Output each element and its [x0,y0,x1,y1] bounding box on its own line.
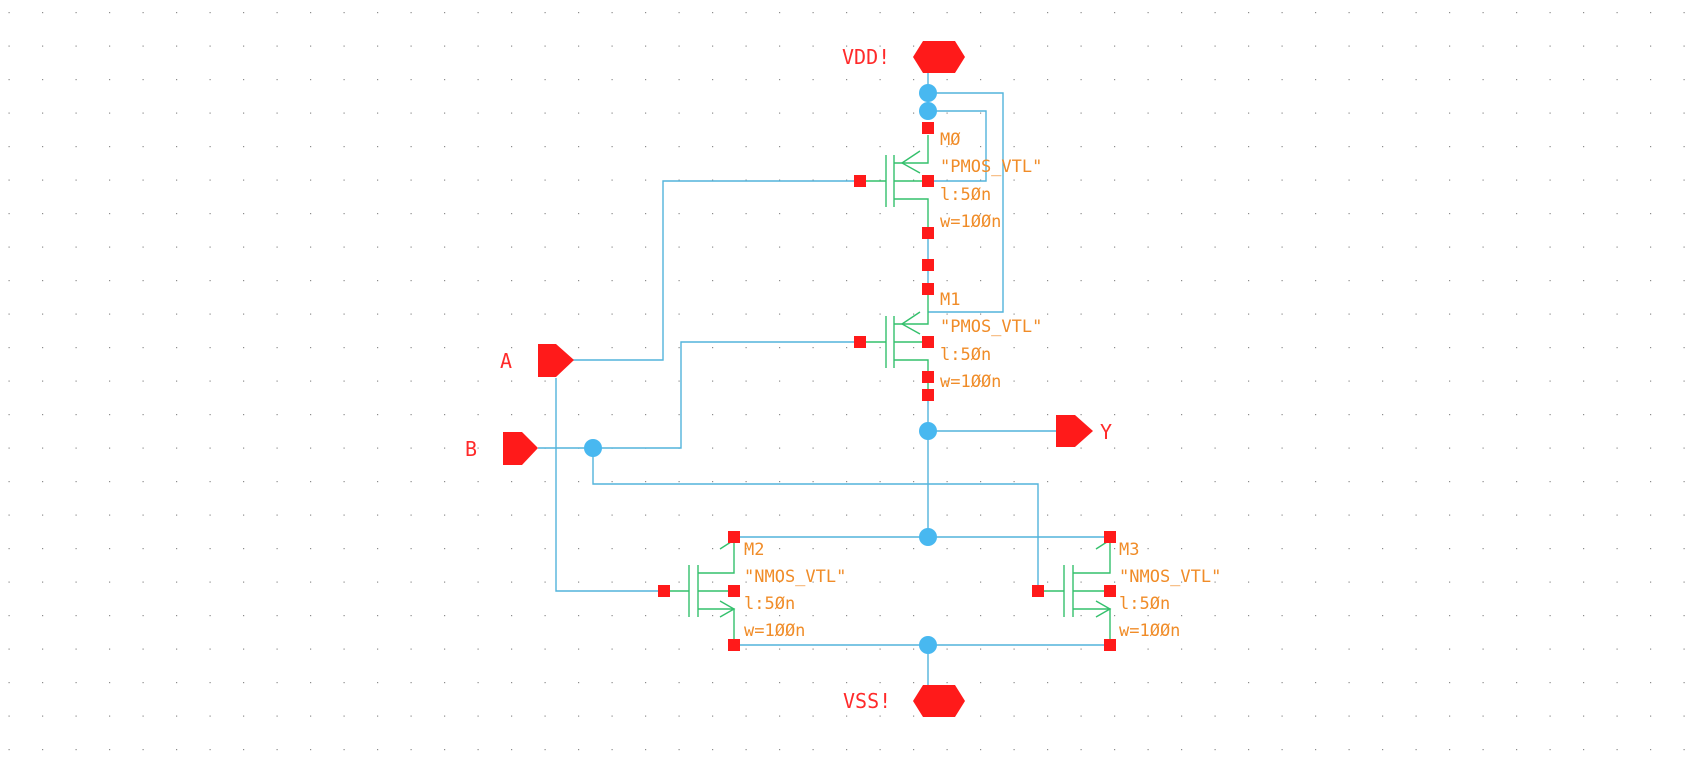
junctions [584,84,937,654]
a-pin-icon[interactable] [538,344,574,377]
m1-source-pin[interactable] [922,283,934,295]
m2-symbol[interactable] [664,537,736,645]
m0-gate-pin[interactable] [854,175,866,187]
m1-drain-pin[interactable] [922,371,934,383]
wire-vdd-bulk-outer[interactable] [928,92,1004,313]
vss-label: VSS! [843,689,891,713]
junction-dot[interactable] [919,422,937,440]
wire-a-to-m0[interactable] [572,180,860,361]
a-label: A [500,349,512,373]
m0-model-label: "PMOS_VTL" [940,157,1042,177]
wire-vdd-bulk-inner[interactable] [928,110,987,182]
m3-source-pin[interactable] [1104,639,1116,651]
m3-gate-pin[interactable] [1032,585,1044,597]
m0-width-label: w=1ØØn [940,212,1001,232]
m0-bulk-pin[interactable] [922,175,934,187]
m1-bulk-pin[interactable] [922,336,934,348]
vss-pin-icon[interactable] [913,685,965,717]
m3-bulk-pin[interactable] [1104,585,1116,597]
m0-name-label: MØ [940,130,960,150]
vdd-pin-icon[interactable] [913,41,965,73]
m2-name-label: M2 [744,540,764,560]
m2-width-label: w=1ØØn [744,621,805,641]
junction-dot[interactable] [919,636,937,654]
m1-length-label: l:5Øn [940,345,991,365]
b-pin-icon[interactable] [503,432,538,465]
io-pins [503,41,1093,717]
m0-symbol[interactable] [860,135,929,233]
device-labels: MØ "PMOS_VTL" l:5Øn w=1ØØn M1 "PMOS_VTL"… [744,130,1221,641]
m1-model-label: "PMOS_VTL" [940,317,1042,337]
m0-drain-pin-2[interactable] [922,259,934,271]
junction-dot[interactable] [919,84,937,102]
m3-drain-pin[interactable] [1104,531,1116,543]
m3-width-label: w=1ØØn [1119,621,1180,641]
junction-dot[interactable] [919,102,937,120]
m1-drain-pin-2[interactable] [922,389,934,401]
junction-dot[interactable] [584,439,602,457]
m1-symbol[interactable] [860,289,929,395]
m2-source-pin[interactable] [728,639,740,651]
m3-length-label: l:5Øn [1119,594,1170,614]
m3-symbol[interactable] [1038,537,1112,645]
m2-gate-pin[interactable] [658,585,670,597]
m2-bulk-pin[interactable] [728,585,740,597]
junction-dot[interactable] [919,528,937,546]
m2-model-label: "NMOS_VTL" [744,567,846,587]
m3-model-label: "NMOS_VTL" [1119,567,1221,587]
b-label: B [465,437,477,461]
wire-a-to-m2[interactable] [555,378,664,592]
wire-b-to-m3[interactable] [592,448,1039,591]
terminal-pins [658,122,1116,651]
io-pin-labels: VDD! VSS! A B Y [465,45,1112,713]
y-pin-icon[interactable] [1056,415,1093,447]
m3-name-label: M3 [1119,540,1139,560]
vdd-label: VDD! [842,45,890,69]
m1-name-label: M1 [940,290,960,310]
m1-width-label: w=1ØØn [940,372,1001,392]
m2-length-label: l:5Øn [744,594,795,614]
m0-source-pin[interactable] [922,122,934,134]
m0-drain-pin[interactable] [922,227,934,239]
m2-drain-pin[interactable] [728,531,740,543]
y-label: Y [1100,420,1112,444]
m0-length-label: l:5Øn [940,185,991,205]
m1-gate-pin[interactable] [854,336,866,348]
wire-b-to-m1[interactable] [593,341,860,449]
device-symbols [664,135,1112,645]
